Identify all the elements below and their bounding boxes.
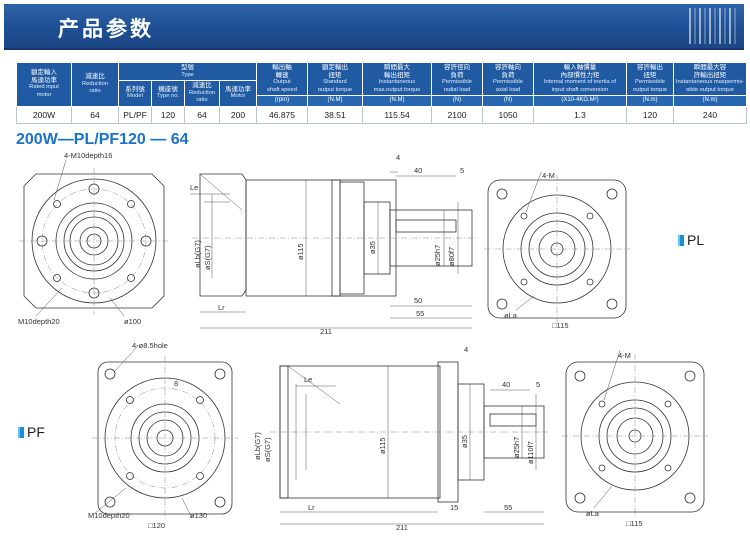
unit-nm: (N.M) — [307, 95, 363, 107]
pf-side-pilot-label: ø35 — [460, 435, 469, 448]
pl-side-d40-label: 40 — [414, 166, 422, 175]
pf-front-holes-label: 4-ø8.5hole — [132, 341, 168, 350]
pf-side-d15-label: 15 — [450, 503, 458, 512]
pl-end-sq-label: □115 — [552, 321, 569, 330]
pl-side-d5-label: 5 — [460, 166, 464, 175]
cell: 1.3 — [533, 105, 627, 124]
pf-front-view: 4-ø8.5hole 8 M10depth20 □120 ø130 — [88, 341, 238, 530]
pf-side-d4-label: 4 — [464, 345, 468, 354]
pl-front-bore-label: ø100 — [124, 317, 141, 326]
pl-side-view: Le øLb(G7) øS(G7) ø115 ø35 ø25h7 ø80f7 4… — [190, 153, 478, 335]
pl-side-le-label: Le — [190, 183, 198, 192]
pf-front-bore-label: ø130 — [190, 511, 207, 520]
pf-side-d40-label: 40 — [502, 380, 510, 389]
pl-side-pilot-label: ø35 — [368, 241, 377, 254]
pf-side-lb-label: øLb(G7) — [253, 432, 262, 460]
pf-side-shaft-label: ø25h7 — [512, 437, 521, 458]
pl-front-view: 4-M10depth16 M10depth20 ø100 — [18, 151, 169, 326]
pl-side-shaft-label: ø25h7 — [433, 245, 442, 266]
pl-side-body-label: ø115 — [296, 243, 305, 260]
cell: 46.875 — [256, 105, 308, 124]
pl-front-holes-label: 4-M10depth16 — [64, 151, 112, 160]
pf-tag: PF — [18, 424, 45, 440]
pl-side-d55-label: 55 — [416, 309, 424, 318]
pl-side-d50-label: 50 — [414, 296, 422, 305]
cell: 64 — [184, 105, 220, 124]
spec-units-row: (rpm) (N.M) (N.M) (N) (N) (X10-4KG.M²) (… — [17, 95, 747, 107]
cell: 240 — [673, 105, 747, 124]
pf-end-view: 4-M øLa □115 — [562, 350, 708, 528]
pl-side-flange-label: ø80f7 — [447, 247, 456, 266]
banner-stripes — [689, 8, 736, 44]
unit-nm: (N.M) — [362, 95, 432, 107]
pl-tag: PL — [678, 232, 704, 248]
pl-end-la-label: øLa — [504, 311, 518, 320]
pl-front-depth-label: M10depth20 — [18, 317, 60, 326]
pl-side-d4-label: 4 — [396, 153, 400, 162]
pf-front-depth-label: M10depth20 — [88, 511, 130, 520]
pl-end-holes-label: 4-M — [542, 172, 555, 180]
pl-side-lr-label: Lr — [218, 303, 225, 312]
page-title: 产品参数 — [58, 16, 154, 41]
cell: 38.51 — [307, 105, 363, 124]
pf-end-holes-label: 4-M — [618, 351, 631, 360]
pf-side-lr-label: Lr — [308, 503, 315, 512]
cell: 120 — [626, 105, 674, 124]
header-banner: 产品参数 — [4, 4, 744, 50]
cell: PL/PF — [118, 105, 152, 124]
cell: 115.54 — [362, 105, 432, 124]
pf-side-d5-label: 5 — [536, 380, 540, 389]
cell: 200 — [219, 105, 257, 124]
unit-nm: (N.m) — [673, 95, 747, 107]
pf-side-body-label: ø115 — [378, 437, 387, 454]
pl-side-lb-label: øLb(G7) — [193, 240, 202, 268]
pf-end-la-label: øLa — [586, 509, 600, 518]
pl-side-d211-label: 211 — [320, 327, 332, 335]
cell: 1050 — [482, 105, 534, 124]
cell: 200W — [16, 105, 72, 124]
spec-data-row: 200W 64 PL/PF 120 64 200 46.875 38.51 11… — [16, 105, 747, 124]
cell: 120 — [151, 105, 185, 124]
model-title: 200W—PL/PF120 — 64 — [16, 131, 189, 148]
pf-side-view: øLb(G7) øS(G7) Le ø115 ø35 ø25h7 ø110f7 … — [253, 345, 548, 532]
unit-n: (N) — [482, 95, 534, 107]
pf-front-key-label: 8 — [174, 379, 178, 388]
pf-end-sq-label: □115 — [626, 519, 643, 528]
pf-front-sq-label: □120 — [148, 521, 165, 530]
unit-rpm: (rpm) — [256, 95, 308, 107]
unit-n: (N) — [431, 95, 483, 107]
pf-side-s-label: øS(G7) — [263, 437, 272, 462]
unit-nm: (N.m) — [626, 95, 674, 107]
pf-side-d55-label: 55 — [504, 503, 512, 512]
pf-side-le-label: Le — [304, 375, 312, 384]
pl-side-s-label: øS(G7) — [203, 245, 212, 270]
pf-side-flange-label: ø110f7 — [526, 441, 535, 464]
pf-side-d211-label: 211 — [396, 523, 408, 532]
unit-inertia: (X10-4KG.M²) — [533, 95, 627, 107]
pl-end-view: 4-M øLa □115 — [484, 172, 630, 330]
cell: 64 — [71, 105, 119, 124]
cell: 2100 — [431, 105, 483, 124]
